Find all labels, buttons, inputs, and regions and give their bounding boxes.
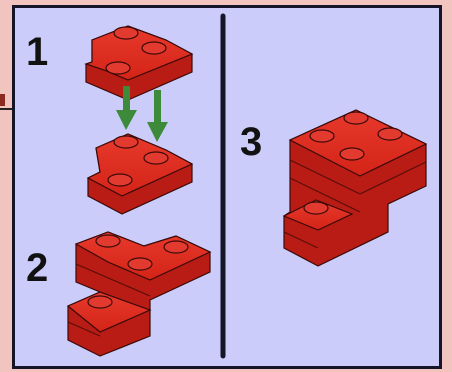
step-number-2: 2 bbox=[26, 246, 49, 290]
step-number-1: 1 bbox=[26, 30, 49, 74]
partial-tab bbox=[0, 88, 14, 122]
down-arrow-icon bbox=[147, 90, 168, 142]
step3-assembly bbox=[282, 109, 428, 267]
step1-bottom-brick bbox=[86, 133, 194, 215]
down-arrow-icon bbox=[116, 86, 137, 130]
step2-assembly bbox=[66, 231, 212, 357]
step1-top-brick bbox=[84, 25, 194, 101]
step-number-3: 3 bbox=[240, 120, 263, 164]
